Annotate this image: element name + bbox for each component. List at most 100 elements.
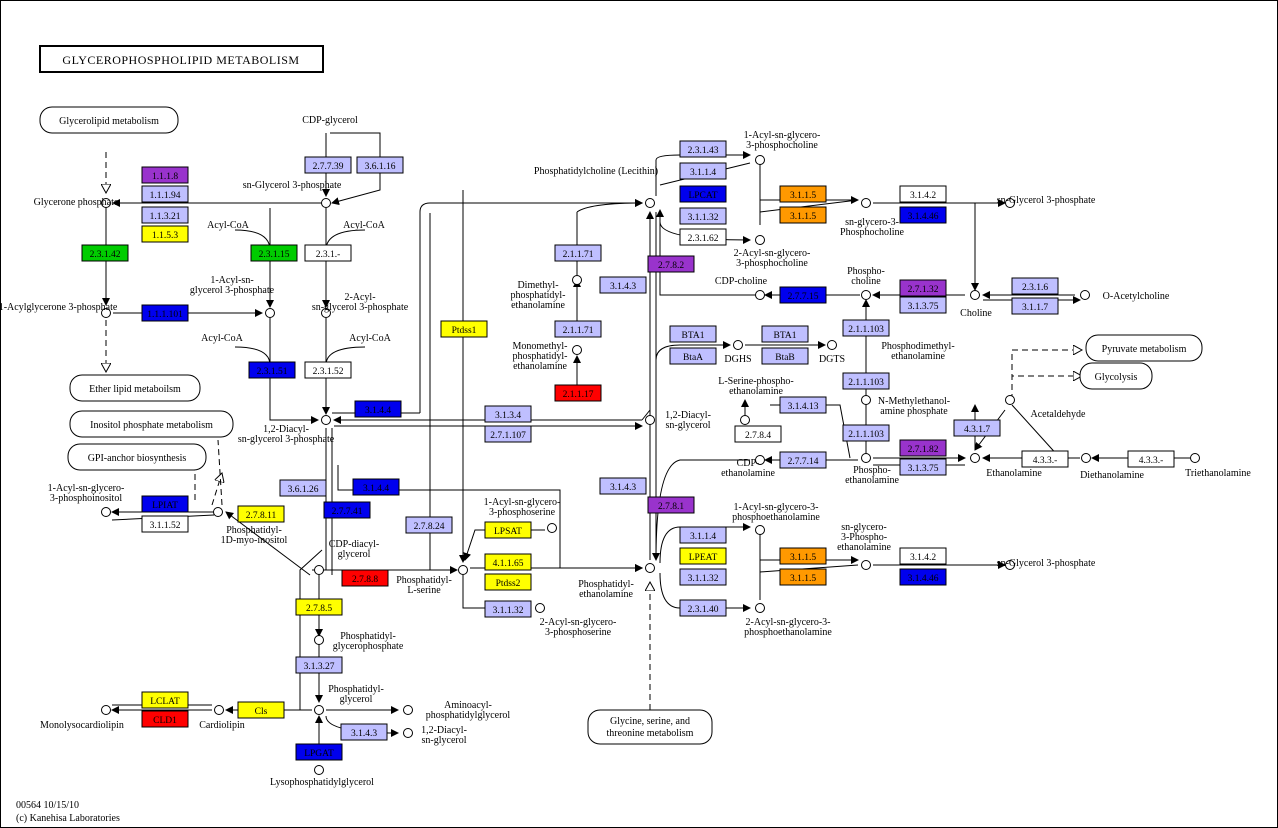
compound-node[interactable] (755, 290, 765, 300)
enzyme-box[interactable]: 3.1.3.75 (899, 458, 947, 476)
compound-node[interactable] (321, 415, 331, 425)
enzyme-box[interactable]: LPGAT (295, 743, 343, 761)
compound-node[interactable] (755, 603, 765, 613)
enzyme-box[interactable]: 1.1.5.3 (141, 225, 189, 243)
compound-node[interactable] (861, 453, 871, 463)
enzyme-box[interactable]: LPIAT (141, 495, 189, 513)
compound-node[interactable] (265, 308, 275, 318)
enzyme-box[interactable]: 3.1.3.27 (295, 656, 343, 674)
compound-node[interactable] (403, 705, 413, 715)
enzyme-box[interactable]: 3.1.1.5 (779, 547, 827, 565)
enzyme-box[interactable]: 3.1.1.5 (779, 568, 827, 586)
compound-node[interactable] (101, 308, 111, 318)
enzyme-box[interactable]: 3.1.4.2 (899, 547, 947, 565)
enzyme-box[interactable]: 2.7.1.82 (899, 439, 947, 457)
compound-node[interactable] (1081, 453, 1091, 463)
enzyme-box[interactable]: Cls (237, 701, 285, 719)
enzyme-box[interactable]: 3.6.1.26 (279, 479, 327, 497)
enzyme-box[interactable]: CLD1 (141, 710, 189, 728)
compound-node[interactable] (572, 275, 582, 285)
compound-node[interactable] (645, 563, 655, 573)
enzyme-box[interactable]: 2.3.1.15 (250, 244, 298, 262)
enzyme-box[interactable]: LPSAT (484, 521, 532, 539)
enzyme-box[interactable]: 2.7.8.24 (405, 516, 453, 534)
enzyme-box[interactable]: 3.1.4.46 (899, 568, 947, 586)
enzyme-box[interactable]: 2.3.1.42 (81, 244, 129, 262)
enzyme-box[interactable]: 2.7.1.107 (484, 425, 532, 443)
enzyme-box[interactable]: 4.3.3.- (1021, 450, 1069, 468)
compound-node[interactable] (755, 155, 765, 165)
enzyme-box[interactable]: 3.1.1.32 (484, 600, 532, 618)
compound-node[interactable] (101, 198, 111, 208)
compound-node[interactable] (547, 523, 557, 533)
enzyme-box[interactable]: 2.1.1.17 (554, 384, 602, 402)
enzyme-box[interactable]: 3.1.4.3 (340, 723, 388, 741)
compound-node[interactable] (458, 565, 468, 575)
compound-node[interactable] (101, 705, 111, 715)
enzyme-box[interactable]: 2.3.1.51 (248, 361, 296, 379)
compound-node[interactable] (314, 565, 324, 575)
enzyme-box[interactable]: 3.1.4.13 (779, 396, 827, 414)
enzyme-box[interactable]: 2.7.7.41 (323, 501, 371, 519)
enzyme-box[interactable]: 2.7.8.5 (295, 598, 343, 616)
compound-node[interactable] (1005, 395, 1015, 405)
enzyme-box[interactable]: 3.1.1.5 (779, 206, 827, 224)
enzyme-box[interactable]: 2.3.1.- (304, 244, 352, 262)
pathway-link[interactable]: Pyruvate metabolism (1085, 334, 1203, 362)
enzyme-box[interactable]: 3.1.3.75 (899, 296, 947, 314)
enzyme-box[interactable]: LCLAT (141, 691, 189, 709)
compound-node[interactable] (755, 455, 765, 465)
enzyme-box[interactable]: 2.7.7.14 (779, 451, 827, 469)
compound-node[interactable] (733, 340, 743, 350)
compound-node[interactable] (755, 525, 765, 535)
enzyme-box[interactable]: 3.1.1.4 (679, 526, 727, 544)
compound-node[interactable] (861, 198, 871, 208)
enzyme-box[interactable]: 2.3.1.40 (679, 599, 727, 617)
pathway-link[interactable]: GPI-anchor biosynthesis (67, 443, 207, 471)
enzyme-box[interactable]: 3.1.1.32 (679, 568, 727, 586)
enzyme-box[interactable]: 2.3.1.6 (1011, 277, 1059, 295)
pathway-link[interactable]: Ether lipid metaboilsm (69, 374, 201, 402)
compound-node[interactable] (970, 453, 980, 463)
enzyme-box[interactable]: BTA1 (761, 325, 809, 343)
enzyme-box[interactable]: 3.1.1.5 (779, 185, 827, 203)
enzyme-box[interactable]: 3.1.4.3 (599, 477, 647, 495)
enzyme-box[interactable]: 3.1.1.52 (141, 515, 189, 533)
compound-node[interactable] (101, 507, 111, 517)
compound-node[interactable] (645, 415, 655, 425)
enzyme-box[interactable]: 3.1.1.4 (679, 162, 727, 180)
enzyme-box[interactable]: BTA1 (669, 325, 717, 343)
compound-node[interactable] (861, 560, 871, 570)
enzyme-box[interactable]: 2.1.1.71 (554, 320, 602, 338)
compound-node[interactable] (1005, 198, 1015, 208)
enzyme-box[interactable]: 3.1.4.4 (352, 478, 400, 496)
enzyme-box[interactable]: 2.7.8.1 (647, 496, 695, 514)
pathway-link[interactable]: Glycolysis (1079, 362, 1153, 390)
enzyme-box[interactable]: 2.7.8.11 (237, 505, 285, 523)
enzyme-box[interactable]: Ptdss1 (440, 320, 488, 338)
compound-node[interactable] (1005, 560, 1015, 570)
compound-node[interactable] (314, 635, 324, 645)
enzyme-box[interactable]: 2.7.1.32 (899, 279, 947, 297)
compound-node[interactable] (314, 705, 324, 715)
enzyme-box[interactable]: Ptdss2 (484, 573, 532, 591)
enzyme-box[interactable]: 3.1.1.7 (1011, 297, 1059, 315)
enzyme-box[interactable]: 1.1.3.21 (141, 206, 189, 224)
compound-node[interactable] (827, 340, 837, 350)
enzyme-box[interactable]: 2.7.7.39 (304, 156, 352, 174)
enzyme-box[interactable]: 3.1.4.3 (599, 276, 647, 294)
compound-node[interactable] (1190, 453, 1200, 463)
compound-node[interactable] (314, 765, 324, 775)
compound-node[interactable] (214, 705, 224, 715)
enzyme-box[interactable]: 3.1.4.4 (354, 400, 402, 418)
enzyme-box[interactable]: 2.3.1.52 (304, 361, 352, 379)
compound-node[interactable] (1080, 290, 1090, 300)
compound-node[interactable] (572, 345, 582, 355)
compound-node[interactable] (861, 290, 871, 300)
enzyme-box[interactable]: 3.6.1.16 (356, 156, 404, 174)
enzyme-box[interactable]: 4.1.1.65 (484, 553, 532, 571)
enzyme-box[interactable]: 2.7.7.15 (779, 286, 827, 304)
enzyme-box[interactable]: 2.3.1.62 (679, 228, 727, 246)
compound-node[interactable] (535, 603, 545, 613)
